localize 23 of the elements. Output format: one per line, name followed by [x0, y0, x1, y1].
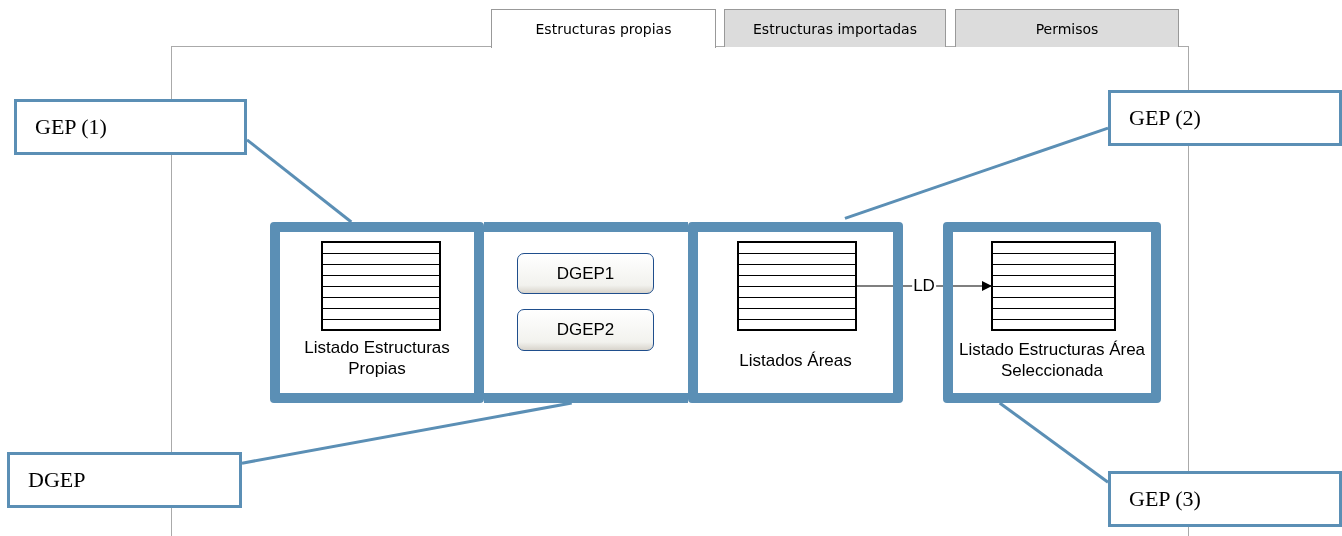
leader-line — [241, 401, 572, 465]
tab: Estructuras importadas — [724, 9, 946, 47]
panel-label: Listado Estructuras Propias — [303, 337, 451, 379]
callout-box: DGEP — [7, 452, 242, 508]
tab: Estructuras propias — [491, 9, 716, 48]
table-icon — [321, 241, 441, 331]
table-icon — [991, 241, 1116, 331]
button: DGEP2 — [517, 309, 654, 351]
table-icon — [737, 241, 857, 331]
panel — [484, 222, 688, 403]
button: DGEP1 — [517, 253, 654, 294]
panel — [270, 222, 484, 403]
panel-label: Listados Áreas — [738, 350, 853, 371]
panel — [943, 222, 1161, 403]
callout-box: GEP (2) — [1108, 90, 1342, 146]
callout-box: GEP (1) — [14, 99, 247, 155]
panel-label: Listado Estructuras Área Seleccionada — [957, 339, 1147, 381]
leader-line — [998, 401, 1109, 484]
leader-line — [844, 126, 1109, 220]
tab: Permisos — [955, 9, 1179, 47]
callout-box: GEP (3) — [1108, 471, 1342, 527]
panel — [688, 222, 903, 403]
leader-line — [246, 138, 353, 224]
